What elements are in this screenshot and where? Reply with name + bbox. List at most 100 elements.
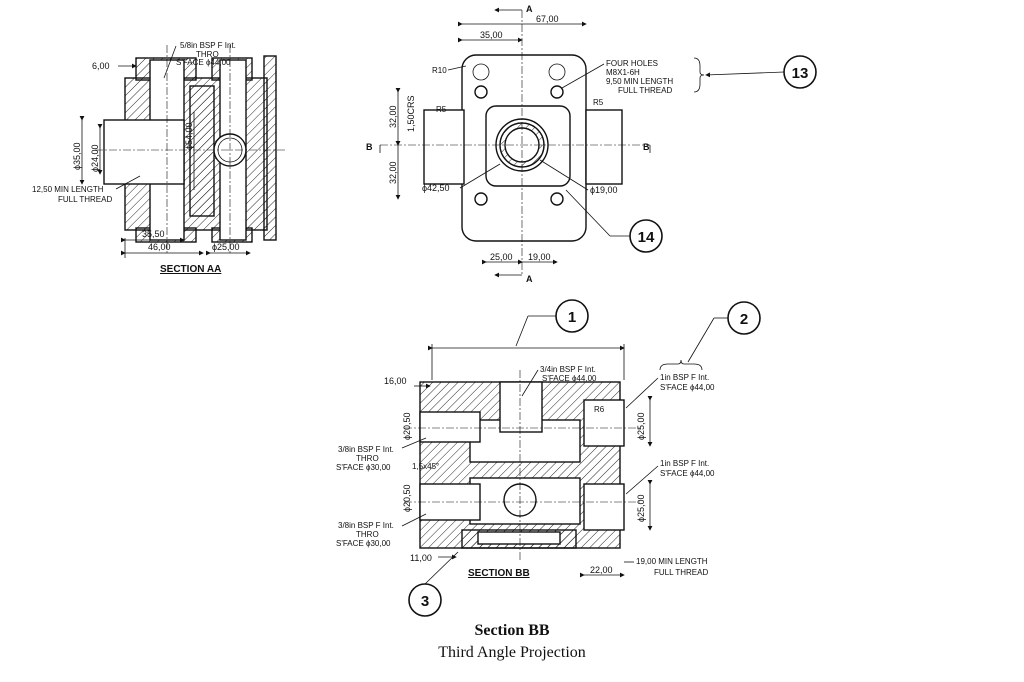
bb-note-leader <box>401 513 427 527</box>
balloon-14-leader <box>565 189 611 237</box>
section-aa-title: SECTION AA <box>160 264 221 275</box>
tv-note-leader <box>561 63 605 89</box>
aa-note-line: 5/8in BSP F Int. <box>180 41 236 50</box>
bb-note-line: THRO <box>356 530 379 539</box>
bb-dim-dia2500b: ϕ25,00 <box>636 494 646 522</box>
aa-thread-note-top: 5/8in BSP F Int. THRO S'FACE ϕ44,00 <box>163 41 236 79</box>
bb-dim-dia2050a: ϕ20,50 <box>402 412 412 440</box>
balloon-13-label: 13 <box>792 65 809 82</box>
bb-bore-left-top <box>419 411 481 443</box>
bb-bore-right-top <box>583 399 625 447</box>
tv-holes-note: FOUR HOLES M8X1-6H 9,50 MIN LENGTH FULL … <box>561 57 705 95</box>
bb-note-line: 1in BSP F Int. <box>660 373 709 382</box>
tv-dim-3200b: 32,00 <box>388 161 398 184</box>
tv-section-a-top: A <box>526 4 533 14</box>
aa-bore-horizontal <box>103 119 185 185</box>
tv-note-brace <box>693 57 705 93</box>
tv-leader-r10 <box>447 65 467 71</box>
balloon-1-leader <box>515 315 529 347</box>
bb-note-leader <box>521 369 539 397</box>
balloon-14-label: 14 <box>638 229 655 246</box>
bb-note-left-top: 3/8in BSP F Int. THRO S'FACE ϕ30,00 <box>336 437 427 472</box>
balloon-1: 1 <box>515 299 589 347</box>
tv-dim-3200a: 32,00 <box>388 105 398 128</box>
tv-side-boss-left <box>423 109 465 185</box>
tv-dim-3500: 35,00 <box>480 30 503 40</box>
bb-bottom-foot-slot <box>477 531 561 545</box>
tv-note-line: FOUR HOLES <box>606 59 658 68</box>
balloon-3-leader <box>424 551 459 585</box>
bb-dim-r6: R6 <box>594 405 605 414</box>
tv-dim-dia1900: ϕ19,00 <box>590 185 618 195</box>
bb-note-line: S'FACE ϕ44,00 <box>542 374 597 383</box>
bb-note-line: 1in BSP F Int. <box>660 459 709 468</box>
tv-leader-4250 <box>459 163 501 189</box>
tv-note-line: FULL THREAD <box>618 86 672 95</box>
bb-note-line: S'FACE ϕ44,00 <box>660 383 715 392</box>
bb-note-line: THRO <box>356 454 379 463</box>
tv-side-boss-right <box>585 109 623 185</box>
tv-corner-tr <box>548 63 566 81</box>
balloon-3-label: 3 <box>421 593 429 610</box>
bb-note-line: 19,00 MIN LENGTH <box>636 557 708 566</box>
balloon-2-brace <box>659 359 703 371</box>
aa-flange <box>263 55 277 241</box>
tv-dim-r5a: R5 <box>436 105 447 114</box>
section-bb-view: 16,00 ϕ20,50 ϕ20,50 1,5x45° R6 ϕ25,00 ϕ2… <box>336 344 715 579</box>
balloon-3: 3 <box>408 551 459 617</box>
aa-dim-dia25: ϕ25,00 <box>212 242 240 252</box>
tv-note-line: 9,50 MIN LENGTH <box>606 77 673 86</box>
bb-note-leader <box>625 377 659 409</box>
caption-title: Section BB <box>474 622 550 639</box>
tv-note-line: M8X1-6H <box>606 68 640 77</box>
bb-note-right-mid: 1in BSP F Int. S'FACE ϕ44,00 <box>625 459 715 495</box>
tv-dim-6700: 67,00 <box>536 14 559 24</box>
bb-note-line: S'FACE ϕ44,00 <box>660 469 715 478</box>
bb-dim-dia2050b: ϕ20,50 <box>402 484 412 512</box>
aa-note-leader <box>115 175 141 190</box>
balloon-2-leader <box>687 317 715 363</box>
bb-dim-1600: 16,00 <box>384 376 407 386</box>
tv-hole-tl <box>474 85 488 99</box>
aa-dim-dia24: ϕ24,00 <box>90 144 100 172</box>
bb-note-leader <box>625 465 659 495</box>
tv-dim-r5b: R5 <box>593 98 604 107</box>
tv-hole-tr <box>550 85 564 99</box>
tv-section-a-bottom: A <box>526 274 533 284</box>
bb-note-right-top: 1in BSP F Int. S'FACE ϕ44,00 <box>625 373 715 409</box>
bb-note-top: 3/4in BSP F Int. S'FACE ϕ44,00 <box>521 365 597 397</box>
balloon-2: 2 <box>659 301 761 371</box>
balloon-13-leader <box>705 71 785 78</box>
balloon-2-label: 2 <box>740 311 748 328</box>
aa-dim-3550: 35,50 <box>142 229 165 239</box>
bb-bore-top <box>499 381 543 433</box>
balloon-1-label: 1 <box>568 309 576 326</box>
aa-thread-note-left: 12,50 MIN LENGTH FULL THREAD <box>32 175 141 204</box>
bb-bore-right-bottom <box>583 483 625 531</box>
tv-hole-br <box>550 192 564 206</box>
balloon-13: 13 <box>705 55 817 89</box>
tv-dim-crs: 1,50CRS <box>406 95 416 132</box>
aa-note-line: 12,50 MIN LENGTH <box>32 185 104 194</box>
aa-note-line: FULL THREAD <box>58 195 112 204</box>
aa-note-line: THRO <box>196 50 219 59</box>
bb-note-line: S'FACE ϕ30,00 <box>336 539 391 548</box>
bb-note-line: FULL THREAD <box>654 568 708 577</box>
bb-dim-dia2500a: ϕ25,00 <box>636 412 646 440</box>
tv-corner-tl <box>472 63 490 81</box>
bb-note-line: 3/4in BSP F Int. <box>540 365 596 374</box>
aa-dim-6: 6,00 <box>92 61 110 71</box>
bb-note-line: 3/8in BSP F Int. <box>338 521 394 530</box>
bb-note-line: 3/8in BSP F Int. <box>338 445 394 454</box>
tv-dim-r10: R10 <box>432 66 447 75</box>
tv-dim-1900: 19,00 <box>528 252 551 262</box>
bb-note-line: S'FACE ϕ30,00 <box>336 463 391 472</box>
bb-dim-1100: 11,00 <box>410 553 432 563</box>
tv-hole-bl <box>474 192 488 206</box>
tv-leader-1900 <box>539 159 589 191</box>
aa-dim-4600: 46,00 <box>148 242 171 252</box>
tv-section-b-right: B <box>643 142 650 152</box>
caption-subtitle: Third Angle Projection <box>438 644 586 661</box>
bb-note-left-bottom: 3/8in BSP F Int. THRO S'FACE ϕ30,00 <box>336 513 427 548</box>
